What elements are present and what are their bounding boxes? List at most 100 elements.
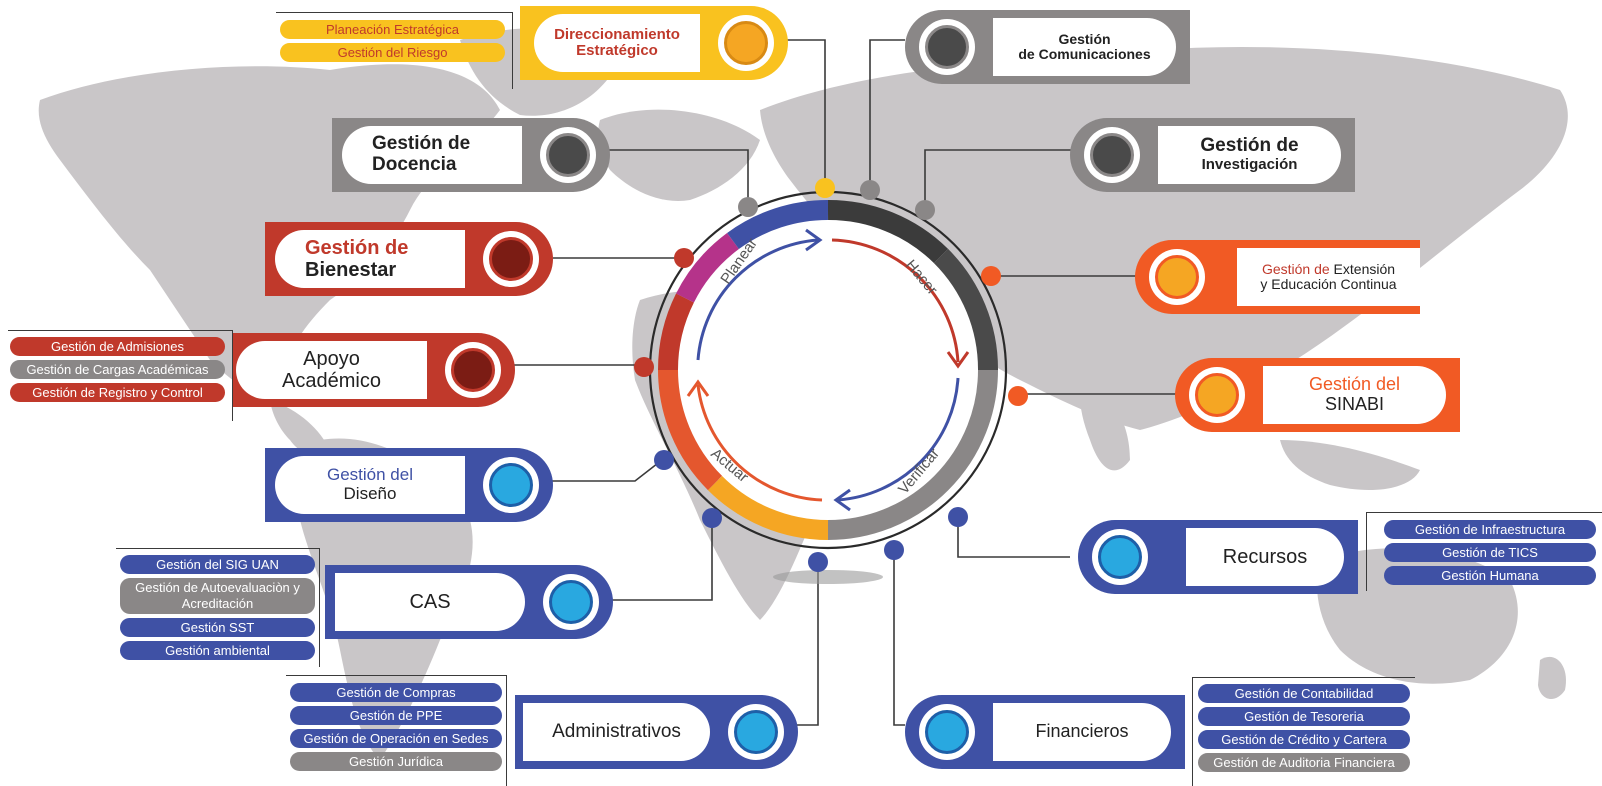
tag-item[interactable]: Gestión de Admisiones [10, 337, 225, 356]
tag-item[interactable]: Gestión de Operación en Sedes [290, 729, 502, 748]
unit-label: Gestión de Investigación [1158, 126, 1341, 184]
dot-apoyo [634, 357, 654, 377]
unit-financieros[interactable]: Financieros [905, 695, 1185, 769]
unit-comunicaciones[interactable]: Gestión de Comunicaciones [905, 10, 1190, 84]
arrow-actuar [696, 384, 823, 502]
tag-item[interactable]: Gestión de Registro y Control [10, 383, 225, 402]
arrowhead-hacer [946, 351, 970, 369]
lens-icon [1090, 133, 1134, 177]
segment-dark-hacer [827, 199, 949, 264]
tag-item[interactable]: Gestión de Infraestructura [1384, 520, 1596, 539]
unit-connector [710, 695, 798, 769]
unit-connector [905, 695, 993, 769]
dot-docencia [738, 197, 758, 217]
new-zealand-shape [1538, 656, 1566, 700]
tag-item[interactable]: Gestión SST [120, 618, 315, 637]
unit-label: Gestión de Bienestar [275, 230, 465, 288]
unit-docencia[interactable]: Gestión de Docencia [332, 118, 612, 192]
unit-extension[interactable]: Gestión de Extensión y Educación Continu… [1135, 240, 1420, 314]
unit-line-1a: Gestión de [1261, 260, 1330, 277]
segment-crimson-planear [657, 293, 695, 371]
unit-connector [1078, 520, 1166, 594]
lens-icon [451, 348, 495, 392]
indonesia-shape [1280, 440, 1420, 490]
tag-item[interactable]: Gestión de Compras [290, 683, 502, 702]
tag-item[interactable]: Gestión Humana [1384, 566, 1596, 585]
lens-icon [925, 710, 969, 754]
bracket-financieros [1192, 677, 1415, 786]
unit-line-1: Gestión [1058, 30, 1111, 47]
dot-financieros [884, 540, 904, 560]
central-america-shape [270, 400, 330, 456]
tags-direccionamiento: Planeación Estratégica Gestión del Riesg… [280, 20, 505, 66]
segment-red-actuar [658, 369, 723, 491]
arrowhead-verificar [833, 488, 851, 512]
knob-icon [483, 457, 539, 513]
lens-icon [489, 237, 533, 281]
knob-icon [1189, 367, 1245, 423]
lens-icon [549, 580, 593, 624]
dot-cas [702, 508, 722, 528]
unit-administrativos[interactable]: Administrativos [515, 695, 800, 769]
unit-direccionamiento[interactable]: Direccionamiento Estratégico [520, 6, 820, 80]
tags-cas: Gestión del SIG UAN Gestión de Autoevalu… [120, 555, 315, 664]
tag-item[interactable]: Gestión ambiental [120, 641, 315, 660]
unit-line-1: CAS [409, 591, 451, 613]
tags-apoyo: Gestión de Admisiones Gestión de Cargas … [10, 337, 225, 406]
tag-item[interactable]: Gestión de Auditoria Financiera [1198, 753, 1410, 772]
tags-financieros: Gestión de Contabilidad Gestión de Tesor… [1198, 684, 1410, 776]
bracket-administrativos [286, 675, 507, 786]
dot-recursos [948, 507, 968, 527]
tag-item[interactable]: Gestión de Tesoreria [1198, 707, 1410, 726]
bracket-apoyo [8, 330, 233, 421]
lens-icon [1098, 535, 1142, 579]
unit-line-1: Gestión de [372, 133, 471, 155]
bracket-cas [116, 548, 320, 667]
knob-icon [540, 127, 596, 183]
unit-label: Gestión de Extensión y Educación Continu… [1237, 248, 1420, 306]
unit-line-1: Gestión del [1308, 374, 1401, 395]
unit-investigacion[interactable]: Gestión de Investigación [1070, 118, 1355, 192]
tag-item[interactable]: Gestión del SIG UAN [120, 555, 315, 574]
india-shape [1079, 380, 1130, 471]
unit-connector [700, 6, 788, 80]
link-direccionamiento [783, 39, 826, 185]
unit-line-2: Académico [282, 370, 381, 392]
dot-direccionamiento [815, 178, 835, 198]
tag-item[interactable]: Gestión de TICS [1384, 543, 1596, 562]
bracket-direccionamiento [276, 12, 513, 89]
link-investigacion [924, 149, 1075, 208]
unit-line-2: Bienestar [305, 259, 397, 281]
unit-cas[interactable]: CAS [325, 565, 615, 639]
knob-icon [728, 704, 784, 760]
unit-label: Direccionamiento Estratégico [534, 14, 700, 72]
tag-item[interactable]: Gestión de Cargas Académicas [10, 360, 225, 379]
knob-icon [718, 15, 774, 71]
lens-icon [724, 21, 768, 65]
unit-line-1: Gestión de [305, 237, 409, 259]
unit-line-1: Administrativos [552, 720, 681, 742]
tag-item[interactable]: Gestión de Autoevaluaciòn y Acreditación [120, 578, 315, 614]
knob-icon [1149, 249, 1205, 305]
tag-item[interactable]: Gestión de Contabilidad [1198, 684, 1410, 703]
unit-line-1: Gestión de [1200, 135, 1299, 157]
unit-bienestar[interactable]: Gestión de Bienestar [265, 222, 555, 296]
unit-diseno[interactable]: Gestión del Diseño [265, 448, 555, 522]
arrowhead-actuar [686, 379, 710, 397]
segment-magenta-planear [676, 232, 740, 303]
tag-item[interactable]: Gestión de PPE [290, 706, 502, 725]
tag-item[interactable]: Gestión del Riesgo [280, 43, 505, 62]
cycle-inner-fill [673, 215, 983, 525]
unit-line-1: Apoyo [303, 348, 360, 370]
tag-item[interactable]: Planeación Estratégica [280, 20, 505, 39]
unit-label: CAS [335, 573, 525, 631]
tag-item[interactable]: Gestión Jurídica [290, 752, 502, 771]
unit-recursos[interactable]: Recursos [1078, 520, 1358, 594]
unit-apoyo[interactable]: Apoyo Académico [232, 333, 517, 407]
arrowhead-planear [805, 228, 823, 252]
unit-line-1: Financieros [1035, 721, 1129, 742]
unit-connector [522, 118, 610, 192]
knob-icon [919, 19, 975, 75]
tag-item[interactable]: Gestión de Crédito y Cartera [1198, 730, 1410, 749]
unit-sinabi[interactable]: Gestión del SINABI [1175, 358, 1460, 432]
